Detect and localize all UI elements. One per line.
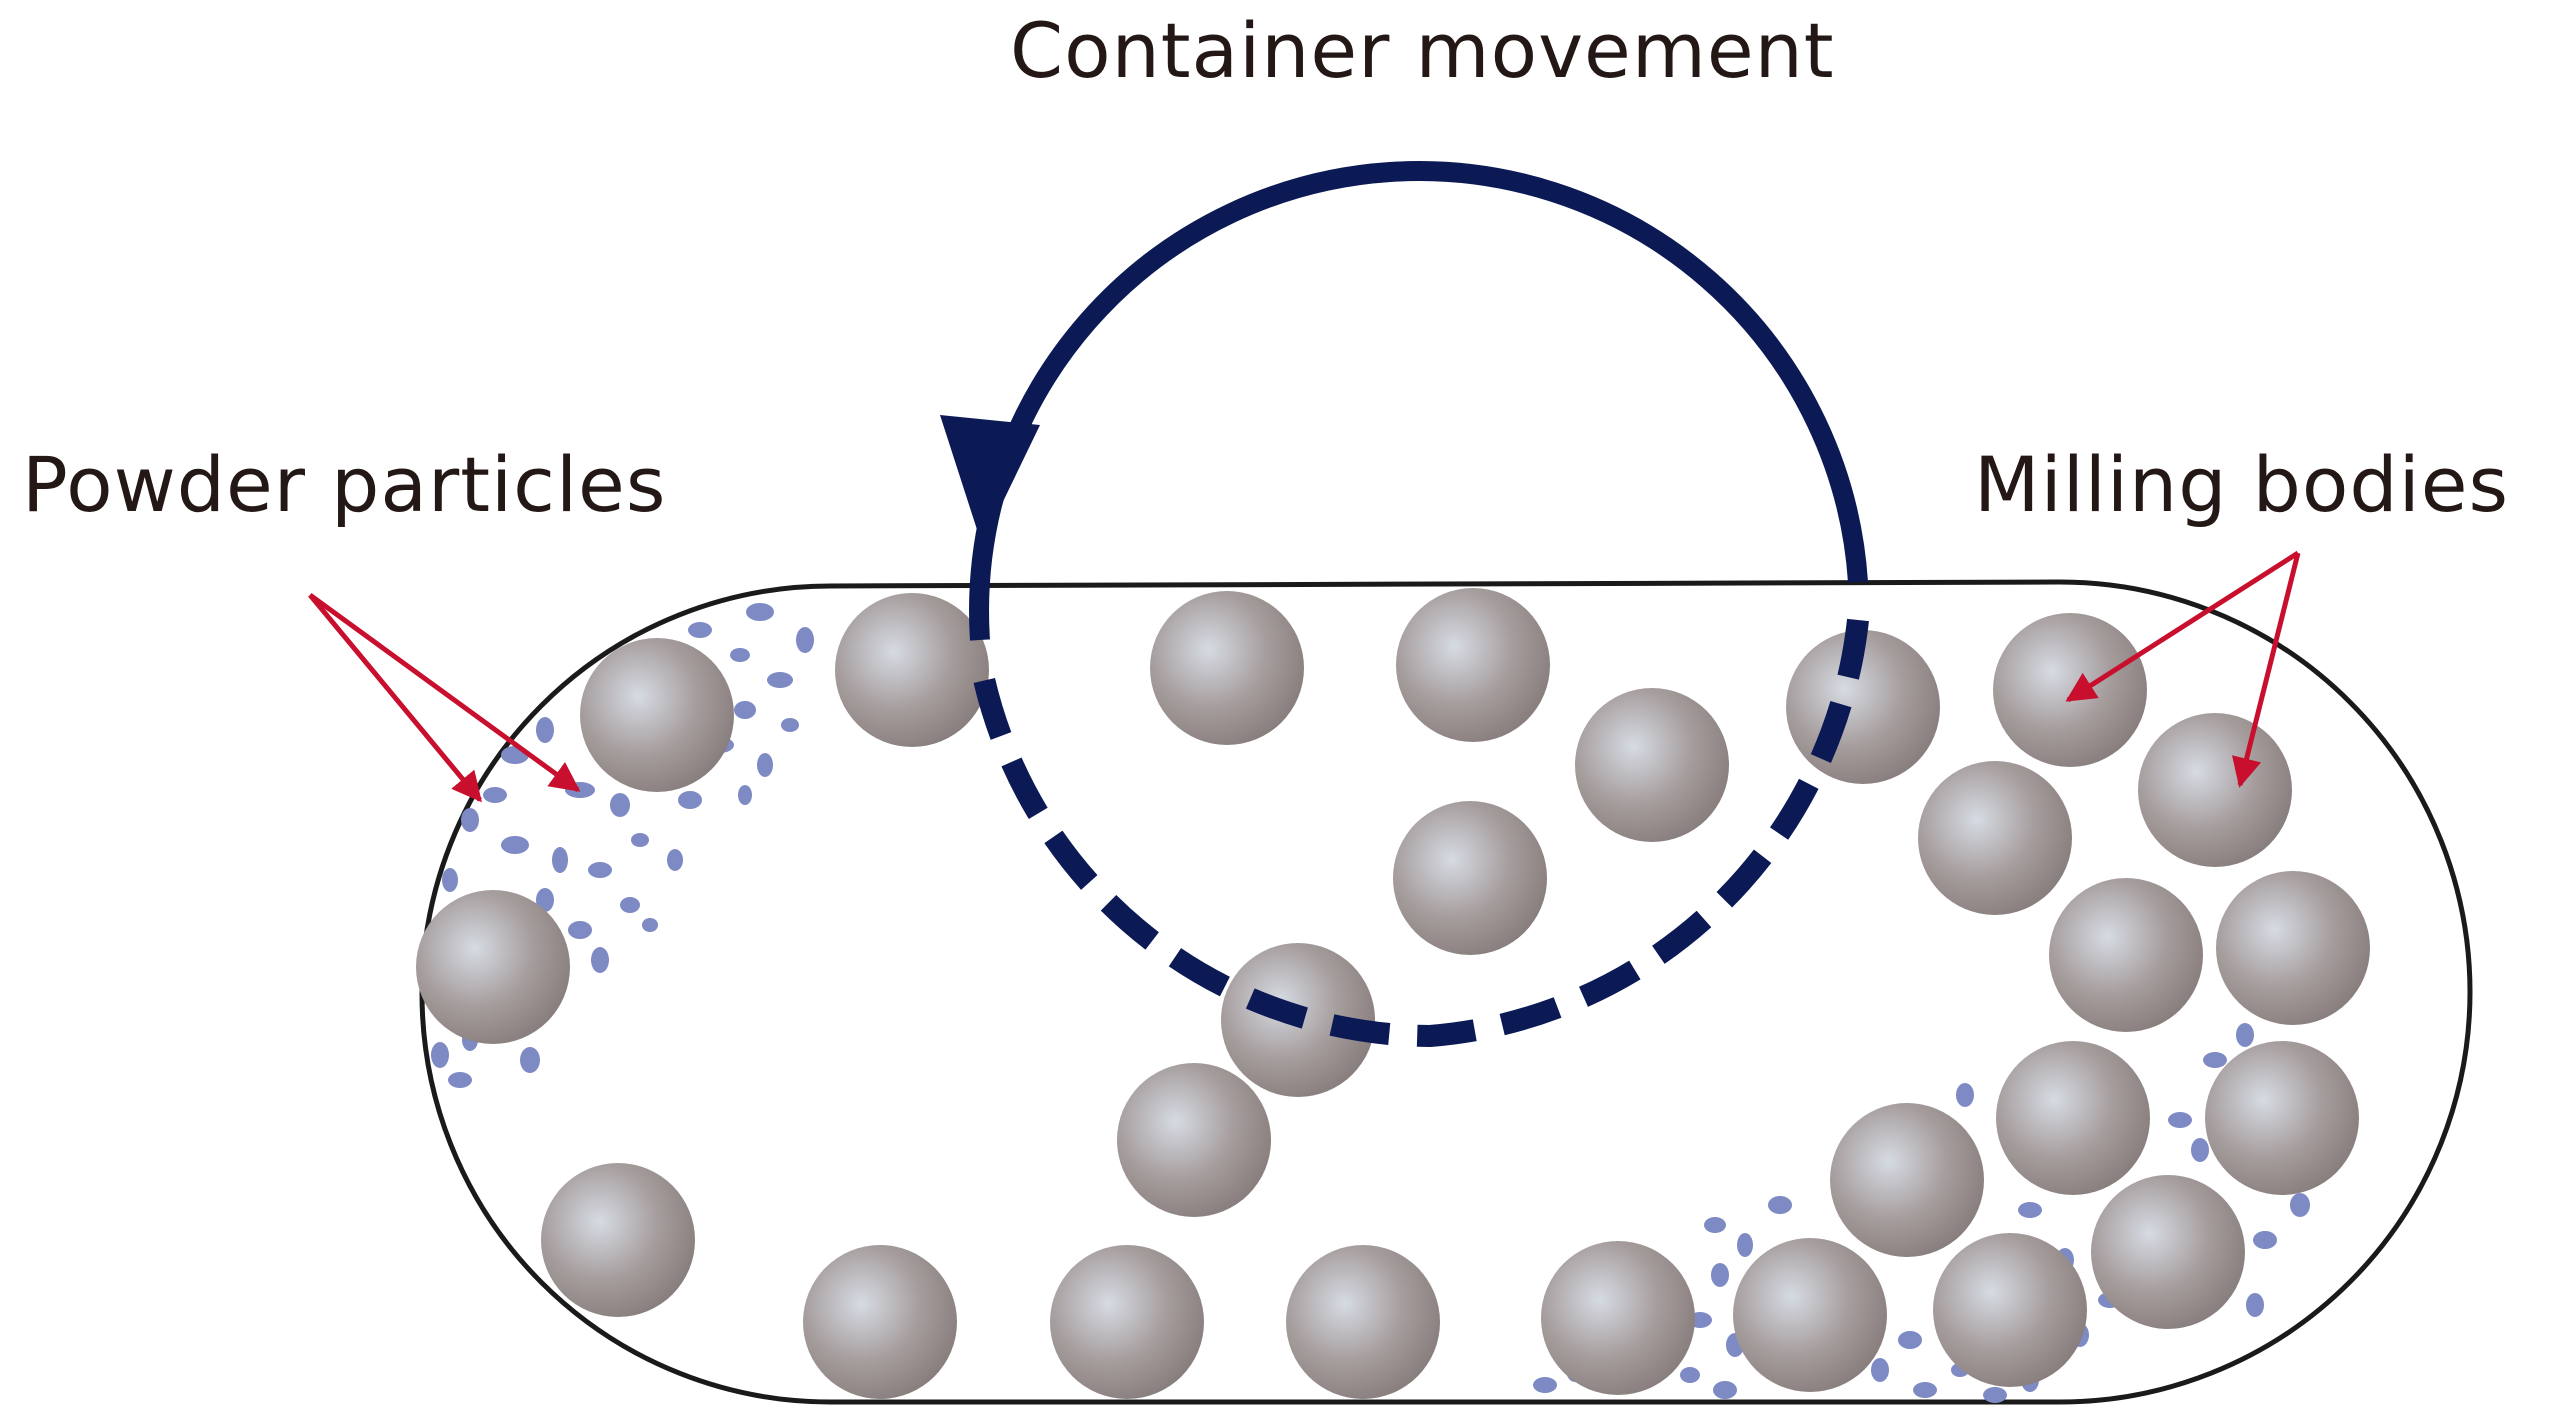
ball xyxy=(1830,1103,1984,1257)
movement-arrowhead xyxy=(940,415,1040,545)
ball xyxy=(2049,878,2203,1032)
ball xyxy=(835,593,989,747)
ball xyxy=(1996,1041,2150,1195)
ball xyxy=(1286,1245,1440,1399)
ball xyxy=(2091,1175,2245,1329)
milling-bodies xyxy=(416,588,2370,1399)
movement-arrow-solid xyxy=(969,161,1868,641)
pointer-arrow xyxy=(2065,550,2300,703)
pointer-arrow xyxy=(2231,552,2301,788)
ball xyxy=(1933,1233,2087,1387)
ball xyxy=(1993,613,2147,767)
ball xyxy=(803,1245,957,1399)
pointer-arrow xyxy=(308,593,482,803)
milling-bodies-label: Milling bodies xyxy=(1974,440,2510,529)
ball xyxy=(2138,713,2292,867)
ball xyxy=(1918,761,2072,915)
container-movement-label: Container movement xyxy=(1010,6,1835,95)
ball xyxy=(541,1163,695,1317)
ball xyxy=(1396,588,1550,742)
ball xyxy=(2216,871,2370,1025)
ball xyxy=(416,890,570,1044)
ball xyxy=(1733,1238,1887,1392)
powder-particles-label: Powder particles xyxy=(22,440,667,529)
ball xyxy=(1575,688,1729,842)
movement-arrow-dashed xyxy=(969,618,1869,1048)
ball xyxy=(1150,591,1304,745)
ball xyxy=(580,638,734,792)
pointer-arrow xyxy=(308,592,581,793)
ball xyxy=(1117,1063,1271,1217)
ball xyxy=(1393,801,1547,955)
ball xyxy=(2205,1041,2359,1195)
ball xyxy=(1541,1241,1695,1395)
ball xyxy=(1050,1245,1204,1399)
pointer-arrows-right xyxy=(2065,550,2301,788)
pointer-arrows-left xyxy=(308,592,581,803)
